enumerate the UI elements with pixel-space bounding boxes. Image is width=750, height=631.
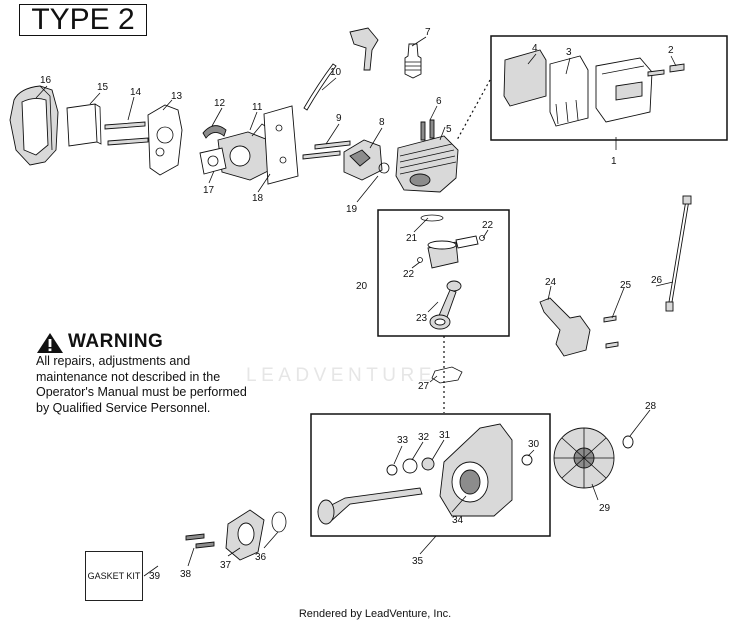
part-gasket-12 [202,125,227,139]
part-air-filter [66,103,102,147]
part-air-filter-cover [9,85,59,166]
callout-19: 19 [346,204,358,215]
part-muffler-gasket [549,55,589,127]
diagram-type-title: TYPE 2 [19,4,147,36]
part-ignition-module [343,139,383,181]
part-ignition-clip [378,162,390,174]
callout-11: 11 [252,102,263,113]
callout-8: 8 [379,117,385,128]
part-connecting-rod [429,280,462,330]
part-ignition-coil [539,297,591,357]
callout-6: 6 [436,96,442,107]
callout-leaders [35,36,677,577]
group-box-crankcase [310,413,551,537]
callout-37: 37 [220,560,232,571]
callout-4: 4 [532,43,538,54]
group-box-muffler [490,35,728,141]
part-oring-36 [271,511,287,533]
part-coil-bolts [603,315,619,349]
callout-15: 15 [97,82,109,93]
part-crankcase-seals [386,454,533,476]
warning-body: All repairs, adjustments and maintenance… [36,354,247,415]
part-bolts-6 [420,119,435,141]
callout-25: 25 [620,280,632,291]
callout-30: 30 [528,439,540,450]
callout-23: 23 [416,313,428,324]
part-heat-shield [263,105,299,185]
callout-22a: 22 [482,220,494,231]
callout-14: 14 [130,87,142,98]
callout-17: 17 [203,185,215,196]
part-washer-28 [622,435,634,449]
callout-16: 16 [40,75,52,86]
callout-21: 21 [406,233,418,244]
callout-24: 24 [545,277,557,288]
footer-credit: Rendered by LeadVenture, Inc. [298,608,452,620]
callout-26: 26 [651,275,663,286]
gasket-kit-label: GASKET KIT [87,571,141,581]
part-throttle-rod [303,63,337,111]
callout-33: 33 [397,435,409,446]
callout-18: 18 [252,193,264,204]
callout-29: 29 [599,503,611,514]
callout-13: 13 [171,91,183,102]
callout-2: 2 [668,45,674,56]
callout-31: 31 [439,430,451,441]
callout-27: 27 [418,381,430,392]
part-lead-wire [665,195,692,312]
callout-3: 3 [566,47,572,58]
part-carburetor [217,123,271,181]
part-cylinder-gasket [431,366,463,384]
callout-32: 32 [418,432,430,443]
part-flywheel [553,427,615,489]
part-clutch-housing [225,509,265,561]
callout-1: 1 [611,156,617,167]
callout-20: 20 [356,281,368,292]
part-ignition-lead [349,27,379,71]
warning-triangle-icon [37,333,63,353]
watermark-text: LEADVENTURE [246,365,436,386]
callout-22b: 22 [403,269,415,280]
callout-38: 38 [180,569,192,580]
gasket-kit-callout: 39 [149,571,161,582]
callout-10: 10 [330,67,342,78]
part-muffler-bracket [503,49,547,107]
part-piston-ring [420,214,444,222]
warning-notice: WARNING All repairs, adjustments and mai… [36,331,251,416]
part-muffler-screws [647,63,685,77]
warning-heading: WARNING [68,331,164,352]
callout-12: 12 [214,98,226,109]
callout-labels: 1 2 3 4 5 6 7 8 9 10 11 12 13 14 15 16 1… [40,27,674,580]
leader-muffler [456,79,491,141]
callout-34: 34 [452,515,464,526]
callout-36: 36 [255,552,267,563]
callout-28: 28 [645,401,657,412]
part-screws-14 [104,121,149,146]
callout-9: 9 [336,113,342,124]
part-screws-38 [185,533,215,549]
part-piston-pin [455,235,479,249]
part-bolts-9 [302,140,351,160]
part-insulator [199,147,227,175]
part-muffler [595,57,653,123]
part-piston [427,240,459,269]
callout-7: 7 [425,27,431,38]
part-spark-plug [404,43,422,79]
callout-5: 5 [446,124,452,135]
part-air-filter-base [147,104,183,176]
part-cylinder [395,135,459,193]
part-crankshaft [317,487,423,525]
part-crankcase [439,423,513,517]
gasket-kit-box: GASKET KIT [85,551,143,601]
callout-35: 35 [412,556,424,567]
